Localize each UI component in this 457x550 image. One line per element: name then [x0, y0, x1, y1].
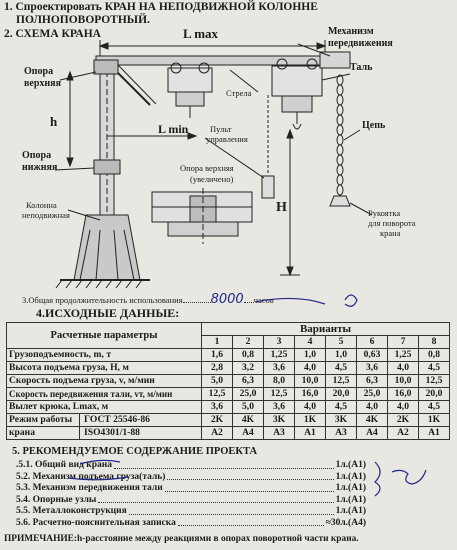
item2-title: 2. СХЕМА КРАНА	[4, 28, 101, 40]
lmax-arrow-right	[316, 42, 327, 50]
variants-header: Варианты	[201, 322, 450, 336]
lower-support	[93, 159, 121, 175]
column-label-2: неподвижная	[22, 210, 70, 220]
item5-title: 5. РЕКОМЕНДУЕМОЕ СОДЕРЖАНИЕ ПРОЕКТА	[12, 446, 258, 457]
chain-links	[336, 74, 344, 196]
mode-label-2: крана	[9, 427, 35, 438]
support-top-label-2: верхняя	[24, 78, 61, 89]
column-label: Колонна	[26, 200, 57, 210]
H-big-label: H	[276, 200, 287, 215]
remote-label-2: управления	[206, 134, 248, 144]
hoist-body	[271, 65, 323, 97]
list-item: 5.2. Механизм подъема груза(таль)1л.(А1)	[16, 471, 366, 482]
support-bottom-label-2: нижняя	[22, 162, 58, 173]
travel-mechanism	[319, 51, 351, 69]
mode-label-1: Режим работы	[9, 414, 73, 425]
h-small-label: h	[50, 114, 58, 129]
usage-hours-value: 8000	[210, 292, 244, 307]
rotation-handle	[329, 195, 351, 207]
enlarged-support-label-2: (увеличено)	[190, 174, 234, 184]
remote-label: Пульт	[210, 124, 232, 134]
table-row: Грузоподъемность, m, т 1,6 0,8 1,25 1,0 …	[6, 348, 450, 362]
left-trolley	[167, 67, 213, 93]
item1-title: 1. Спроектировать КРАН НА НЕПОДВИЖНОЙ КО…	[4, 1, 318, 13]
std1-label: ГОСТ 25546-86	[79, 414, 150, 426]
table-row: Скорость передвижения тали, vт, м/мин 12…	[6, 387, 450, 401]
handle-label: Рукоятка	[368, 208, 401, 218]
hoist-label: Таль	[350, 62, 373, 73]
params-header: Расчетные параметры	[6, 322, 202, 349]
std2-label: ISO4301/1-88	[79, 427, 140, 439]
lmax-arrow-left	[98, 42, 109, 50]
parameters-table: Расчетные параметры Варианты 1 2 3 4 5 6…	[6, 322, 450, 440]
item1-continuation: ПОЛНОПОВОРОТНЫЙ.	[16, 14, 150, 26]
list-item: 5.6. Расчетно-пояснительная записка≈30л.…	[16, 517, 366, 528]
item4-title: 4.ИСХОДНЫЕ ДАННЫЕ:	[36, 306, 180, 320]
handle-label-3: крана	[380, 228, 401, 238]
boom-label: Стрела	[226, 88, 252, 98]
lmin-label: L min	[158, 122, 189, 136]
signature-mark	[344, 294, 358, 307]
enlarged-support-label: Опора верхняя	[180, 163, 234, 173]
table-row: Скорость подъема груза, v, м/мин 5,0 6,3…	[6, 374, 450, 388]
support-bottom-label: Опора	[22, 150, 52, 161]
support-top-label: Опора	[24, 66, 54, 77]
handle-label-2: для поворота	[368, 218, 416, 228]
chain-label: Цепь	[362, 120, 386, 131]
handwritten-signature	[391, 469, 427, 485]
lmax-label: L max	[183, 26, 219, 41]
crane-diagram	[54, 40, 373, 289]
note: ПРИМЕЧАНИЕ:h-расстояние между реакциями …	[4, 534, 359, 544]
brace-mark	[374, 461, 381, 497]
table-row: Высота подъема груза, Н, м 2,8 3,2 3,6 4…	[6, 361, 450, 375]
remote-pendant	[261, 175, 275, 199]
mechanism-label: Механизм	[328, 26, 374, 37]
mechanism-label-2: передвижения	[328, 38, 393, 49]
